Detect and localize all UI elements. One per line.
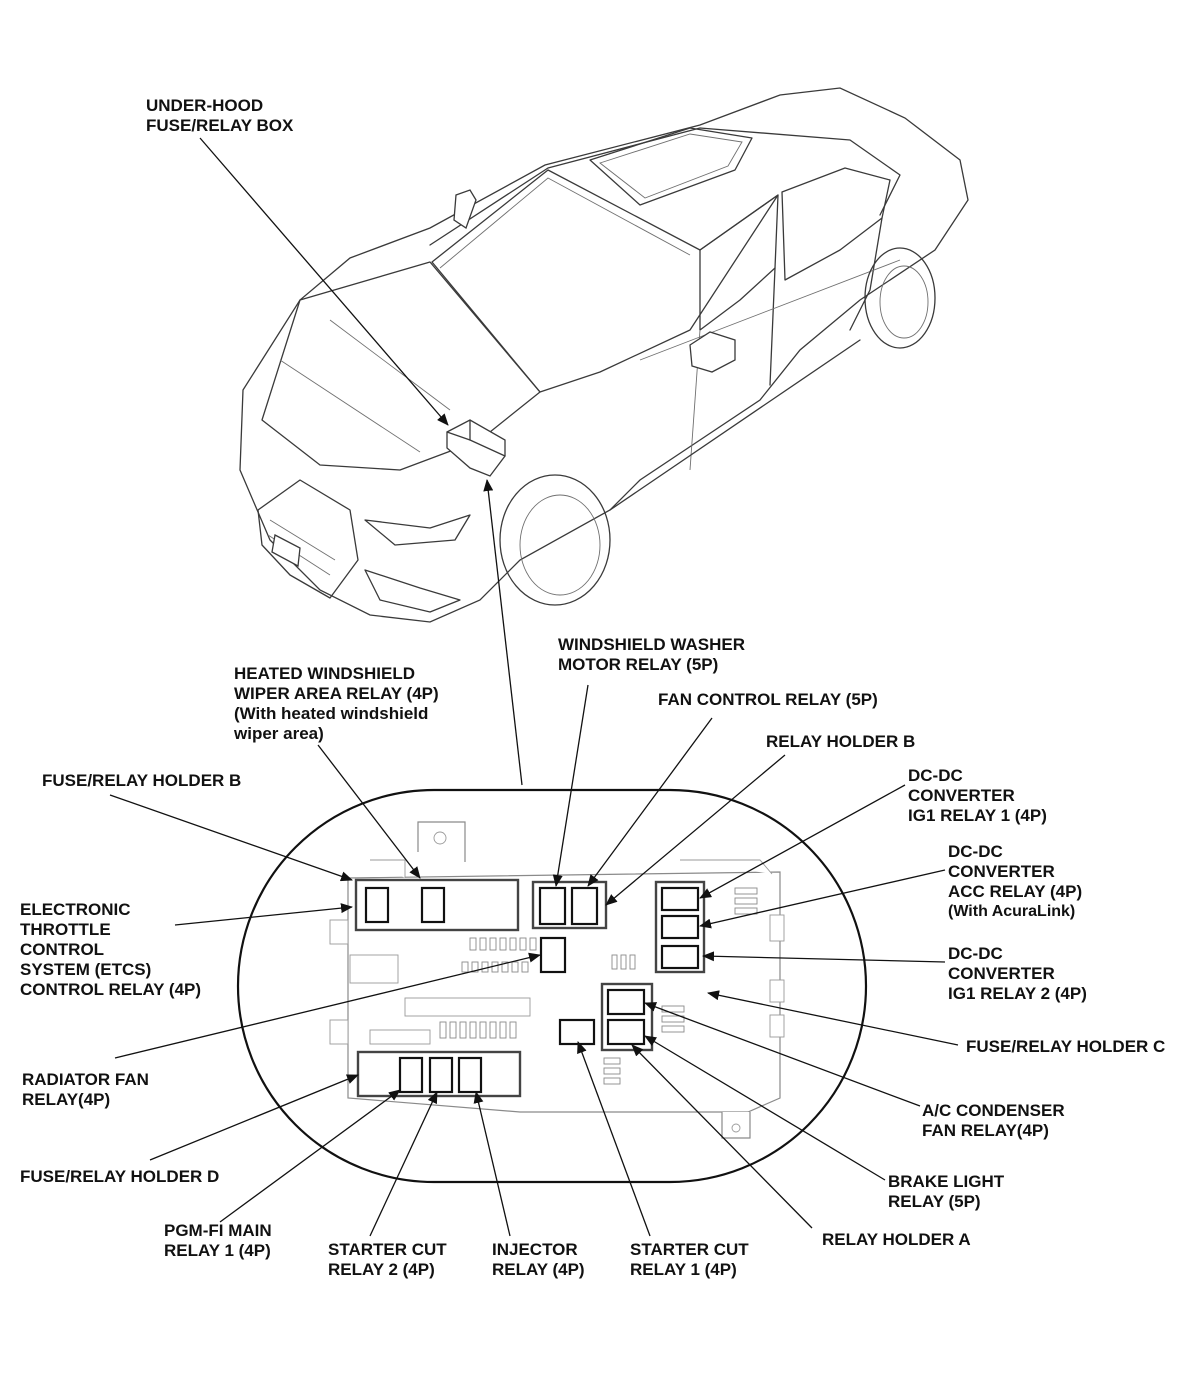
leader-lines [109, 137, 959, 1237]
dc-dc-converter-ig1-relay-1 [660, 886, 700, 912]
label-fuse-relay-holder-c: FUSE/RELAY HOLDER C [966, 1037, 1165, 1056]
car-body-outline [239, 87, 969, 623]
pgm-fi-main-relay-1 [398, 1056, 424, 1094]
car-roof [429, 127, 901, 246]
etcs-control-relay [539, 936, 567, 974]
heated-windshield-wiper-relay-slot [364, 886, 390, 924]
label-relay-holder-a: RELAY HOLDER A [822, 1230, 971, 1249]
car-side-window-front [699, 194, 779, 331]
callout-labels: UNDER-HOOD FUSE/RELAY BOX HEATED WINDSHI… [20, 96, 1165, 1279]
car-hood [261, 261, 541, 471]
dc-dc-converter-ig1-relay-2 [660, 944, 700, 970]
windshield-washer-motor-relay [538, 886, 567, 926]
label-relay-holder-b: RELAY HOLDER B [766, 732, 915, 751]
car-fuse-box-icon [446, 419, 506, 477]
label-pgm-fi-main-relay-1: PGM-FI MAIN RELAY 1 (4P) [164, 1221, 276, 1260]
label-injector-relay: INJECTOR RELAY (4P) [492, 1240, 585, 1279]
heated-windshield-wiper-area-relay [420, 886, 446, 924]
label-starter-cut-relay-1: STARTER CUT RELAY 1 (4P) [630, 1240, 753, 1279]
car-windshield [431, 169, 779, 393]
car-mirror-left [453, 189, 477, 230]
car-grille [257, 479, 359, 599]
zoom-callout-outline [236, 788, 868, 1184]
dc-dc-converter-acc-relay [660, 914, 700, 940]
fan-control-relay [570, 886, 599, 926]
label-radiator-fan-relay: RADIATOR FAN RELAY(4P) [22, 1070, 154, 1109]
fuse-box-detail [329, 821, 785, 1139]
label-fuse-relay-holder-d: FUSE/RELAY HOLDER D [20, 1167, 219, 1186]
label-fan-control-relay: FAN CONTROL RELAY (5P) [658, 690, 878, 709]
label-etcs-control-relay: ELECTRONIC THROTTLE CONTROL SYSTEM (ETCS… [20, 900, 201, 999]
car-front-wheel [499, 474, 611, 606]
label-windshield-washer-motor-relay: WINDSHIELD WASHER MOTOR RELAY (5P) [558, 635, 750, 674]
starter-cut-relay-1 [558, 1018, 596, 1046]
injector-relay [457, 1056, 483, 1094]
car-rear-wheel [864, 247, 936, 349]
label-dc-dc-converter-ig1-relay-1: DC-DC CONVERTER IG1 RELAY 1 (4P) [908, 766, 1047, 825]
ac-condenser-fan-relay [606, 988, 646, 1016]
label-fuse-relay-holder-b: FUSE/RELAY HOLDER B [42, 771, 241, 790]
label-heated-windshield-wiper-area-relay: HEATED WINDSHIELD WIPER AREA RELAY (4P) … [233, 664, 443, 743]
label-dc-dc-converter-acc-relay: DC-DC CONVERTER ACC RELAY (4P) (With Acu… [948, 842, 1087, 920]
brake-light-relay [606, 1018, 646, 1046]
label-dc-dc-converter-ig1-relay-2: DC-DC CONVERTER IG1 RELAY 2 (4P) [948, 944, 1087, 1003]
label-ac-condenser-fan-relay: A/C CONDENSER FAN RELAY(4P) [922, 1101, 1069, 1140]
label-starter-cut-relay-2: STARTER CUT RELAY 2 (4P) [328, 1240, 451, 1279]
label-under-hood-fuse-relay-box: UNDER-HOOD FUSE/RELAY BOX [146, 96, 294, 135]
starter-cut-relay-2 [428, 1056, 454, 1094]
car-headlight [364, 514, 471, 546]
car-sunroof [589, 127, 753, 206]
car-side-mirror [689, 331, 736, 373]
car-illustration [239, 87, 969, 623]
label-brake-light-relay: BRAKE LIGHT RELAY (5P) [888, 1172, 1009, 1211]
